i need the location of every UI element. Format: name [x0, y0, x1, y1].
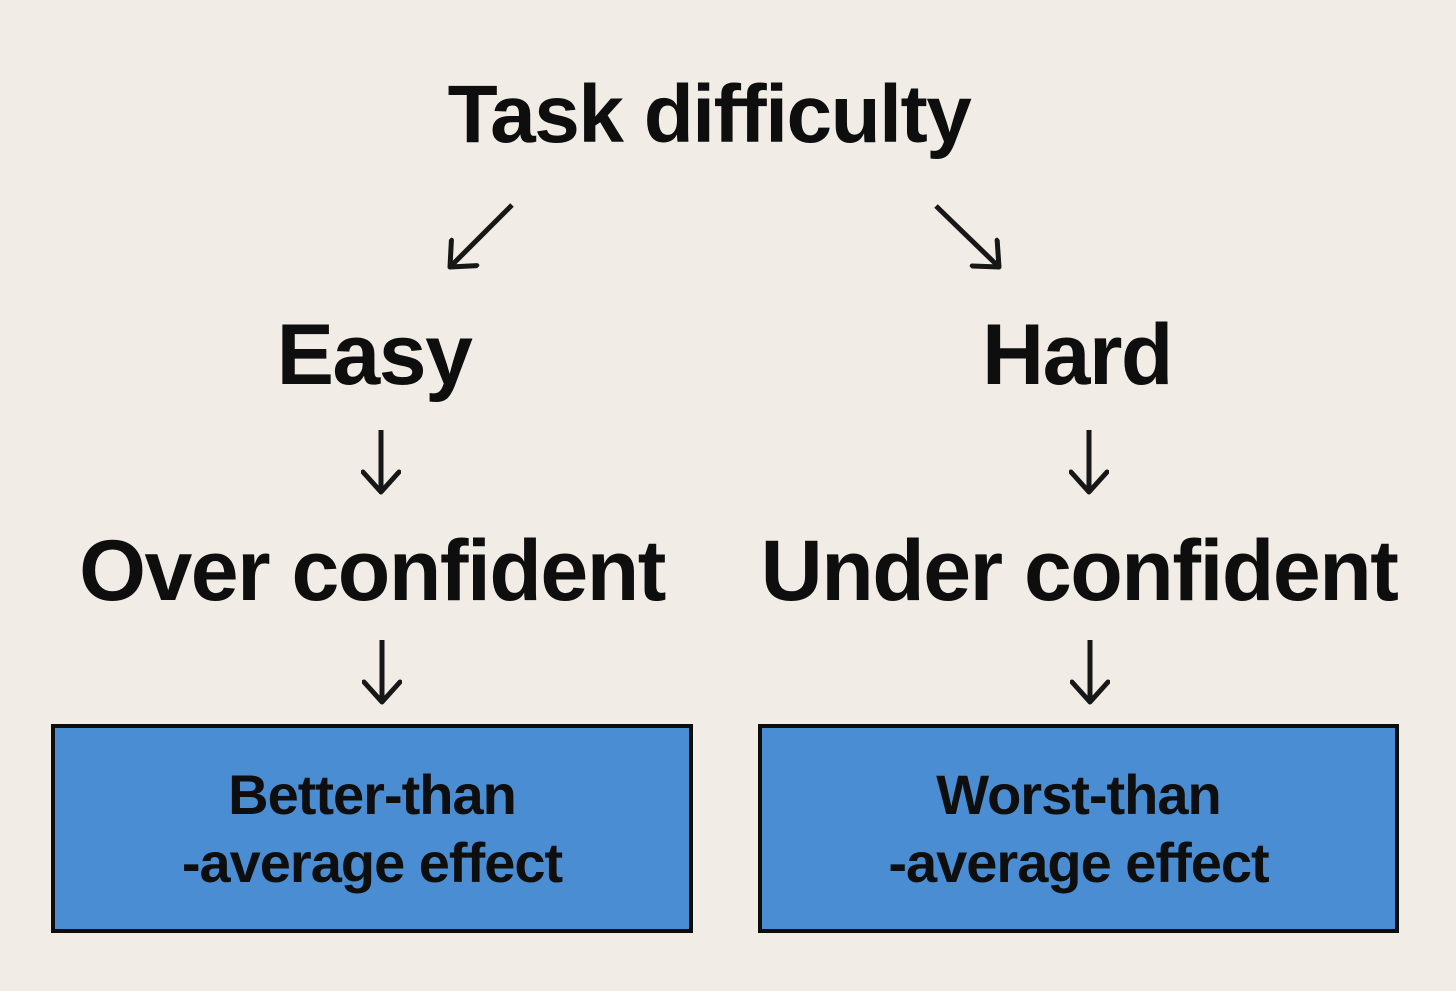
arrow-task-to-hard	[934, 204, 999, 267]
node-easy: Easy	[276, 307, 473, 403]
worst-box-line-1: Worst-than	[936, 762, 1221, 826]
node-under-confident: Under confident	[760, 523, 1399, 619]
better-box-line-2: -average effect	[181, 830, 563, 894]
better-box-line-1: Better-than	[228, 762, 517, 826]
node-worst-than-average-box: Worst-than -average effect	[758, 724, 1399, 933]
node-over-confident: Over confident	[79, 523, 666, 619]
worst-box-line-2: -average effect	[888, 830, 1269, 894]
node-better-than-average-box: Better-than -average effect	[51, 724, 693, 933]
node-hard: Hard	[982, 307, 1173, 403]
arrow-task-to-easy	[450, 203, 514, 267]
node-task-difficulty: Task difficulty	[447, 69, 972, 160]
